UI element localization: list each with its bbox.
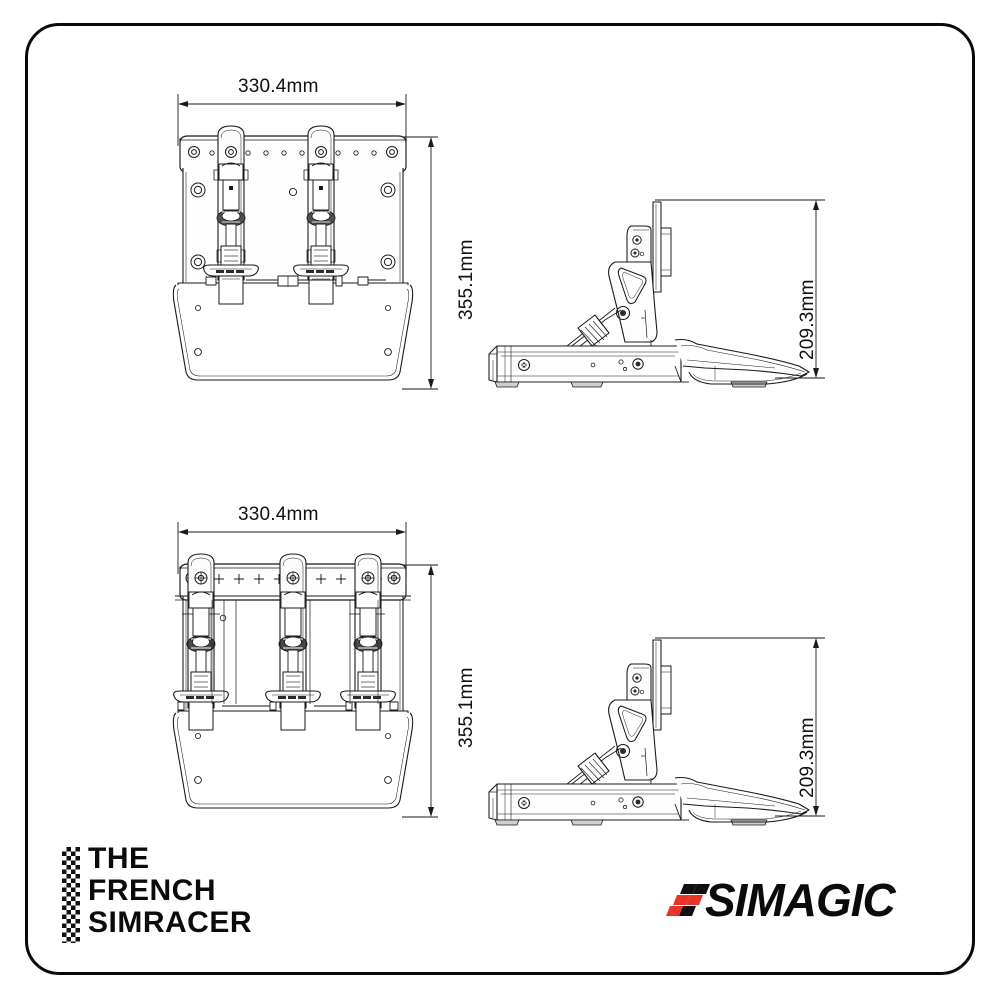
logo-line-3: SIMRACER	[88, 906, 253, 939]
width-dimension-line	[177, 522, 407, 574]
french-simracer-wordmark: THE FRENCH SIMRACER	[88, 843, 252, 939]
height-dimension-line	[402, 564, 438, 818]
sheet-border	[25, 23, 975, 975]
chassis-boss	[190, 182, 396, 356]
checkered-flag-icon	[62, 847, 80, 943]
side-height-dimension-line	[655, 199, 825, 379]
logo-line-2: FRENCH	[88, 874, 216, 907]
height-dimension-line	[402, 136, 438, 390]
simagic-wordmark: SIMAGIC	[705, 874, 896, 926]
top-side-height-dimension-label: 209.3mm	[797, 279, 818, 360]
top-width-dimension-label: 330.4mm	[238, 76, 319, 97]
pedal-assembly-three	[173, 553, 399, 731]
front-view-three-pedal: 330.4mm 355.1mm	[150, 504, 477, 838]
front-view-two-pedal: 330.4mm 355.1mm	[150, 76, 477, 410]
side-view-three-pedal: 209.3mm	[475, 598, 845, 848]
french-simracer-logo: THE FRENCH SIMRACER	[62, 843, 272, 945]
side-view-two-pedal: 209.3mm	[475, 160, 845, 410]
bottom-width-dimension-label: 330.4mm	[238, 504, 319, 525]
bottom-side-height-dimension-label: 209.3mm	[797, 717, 818, 798]
simagic-logo: SIMAGIC	[665, 874, 930, 934]
damper-stack	[216, 209, 246, 227]
checkered-squares-icon	[665, 884, 711, 924]
side-height-dimension-line	[655, 637, 825, 817]
logo-line-1: THE	[88, 842, 150, 875]
pedal-assembly	[203, 125, 386, 305]
